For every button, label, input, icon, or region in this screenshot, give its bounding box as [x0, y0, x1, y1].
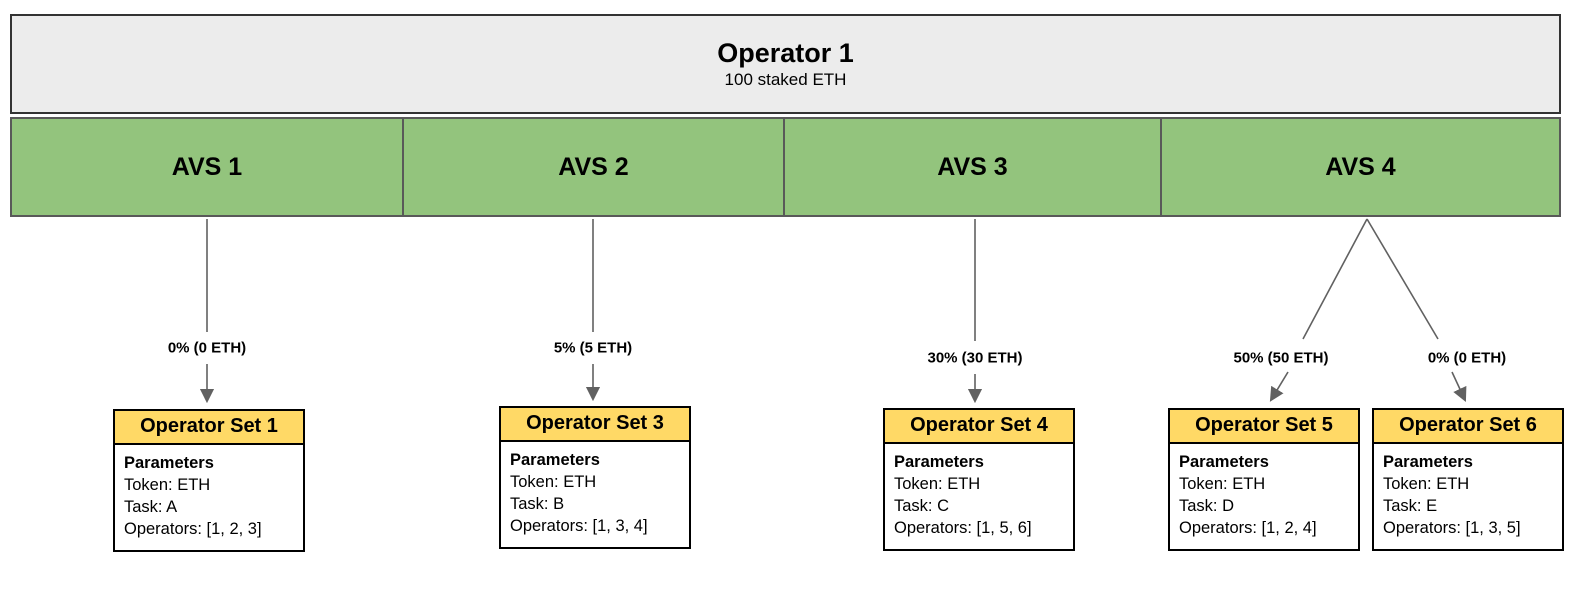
operator-set-4-body: Parameters Token: ETH Task: C Operators:…	[885, 444, 1073, 549]
avs-cell-1: AVS 1	[12, 119, 404, 215]
operator-title: Operator 1	[717, 38, 854, 68]
task-line: Task: D	[1179, 497, 1235, 515]
token-line: Token: ETH	[124, 476, 211, 494]
allocation-label-avs4-left: 50% (50 ETH)	[1228, 349, 1334, 367]
connector-avs4-to-os5-stem	[1302, 218, 1368, 340]
operator-set-5-box: Operator Set 5 Parameters Token: ETH Tas…	[1168, 408, 1360, 551]
operator-set-4-box: Operator Set 4 Parameters Token: ETH Tas…	[883, 408, 1075, 551]
operator-set-1-body: Parameters Token: ETH Task: A Operators:…	[115, 445, 303, 550]
operators-line: Operators: [1, 3, 5]	[1383, 519, 1521, 537]
operator-stake-subtitle: 100 staked ETH	[724, 70, 847, 89]
operator-set-6-box: Operator Set 6 Parameters Token: ETH Tas…	[1372, 408, 1564, 551]
avs-row: AVS 1 AVS 2 AVS 3 AVS 4	[10, 117, 1561, 217]
params-heading: Parameters	[1179, 453, 1269, 471]
operator-set-1-box: Operator Set 1 Parameters Token: ETH Tas…	[113, 409, 305, 552]
allocation-label-avs3: 30% (30 ETH)	[922, 349, 1028, 367]
avs-cell-4: AVS 4	[1325, 152, 1396, 181]
operator-set-5-title: Operator Set 5	[1170, 410, 1358, 444]
avs-cell-3: AVS 3	[785, 119, 1162, 215]
token-line: Token: ETH	[1383, 475, 1470, 493]
task-line: Task: C	[894, 497, 950, 515]
params-heading: Parameters	[894, 453, 984, 471]
allocation-label-avs2: 5% (5 ETH)	[548, 339, 638, 357]
operator-set-6-body: Parameters Token: ETH Task: E Operators:…	[1374, 444, 1562, 549]
params-heading: Parameters	[124, 454, 214, 472]
operator-set-6-title: Operator Set 6	[1374, 410, 1562, 444]
token-line: Token: ETH	[894, 475, 981, 493]
avs-cell-2: AVS 2	[404, 119, 785, 215]
task-line: Task: A	[124, 498, 178, 516]
task-line: Task: E	[1383, 497, 1438, 515]
allocation-label-avs1: 0% (0 ETH)	[162, 339, 252, 357]
operators-line: Operators: [1, 2, 3]	[124, 520, 262, 538]
operator-set-1-title: Operator Set 1	[115, 411, 303, 445]
operator-box: Operator 1 100 staked ETH	[10, 14, 1561, 114]
token-line: Token: ETH	[1179, 475, 1266, 493]
task-line: Task: B	[510, 495, 565, 513]
operator-set-5-body: Parameters Token: ETH Task: D Operators:…	[1170, 444, 1358, 549]
params-heading: Parameters	[510, 451, 600, 469]
operators-line: Operators: [1, 5, 6]	[894, 519, 1032, 537]
connector-avs4-to-os6-arrow	[1451, 371, 1467, 402]
operators-line: Operators: [1, 2, 4]	[1179, 519, 1317, 537]
token-line: Token: ETH	[510, 473, 597, 491]
operator-set-4-title: Operator Set 4	[885, 410, 1073, 444]
operators-line: Operators: [1, 3, 4]	[510, 517, 648, 535]
connector-avs4-to-os6-stem	[1366, 218, 1439, 340]
allocation-label-avs4-right: 0% (0 ETH)	[1422, 349, 1512, 367]
operator-set-3-body: Parameters Token: ETH Task: B Operators:…	[501, 442, 689, 547]
connector-avs4-to-os5-arrow	[1269, 371, 1289, 402]
operator-set-3-box: Operator Set 3 Parameters Token: ETH Tas…	[499, 406, 691, 549]
operator-set-3-title: Operator Set 3	[501, 408, 689, 442]
params-heading: Parameters	[1383, 453, 1473, 471]
